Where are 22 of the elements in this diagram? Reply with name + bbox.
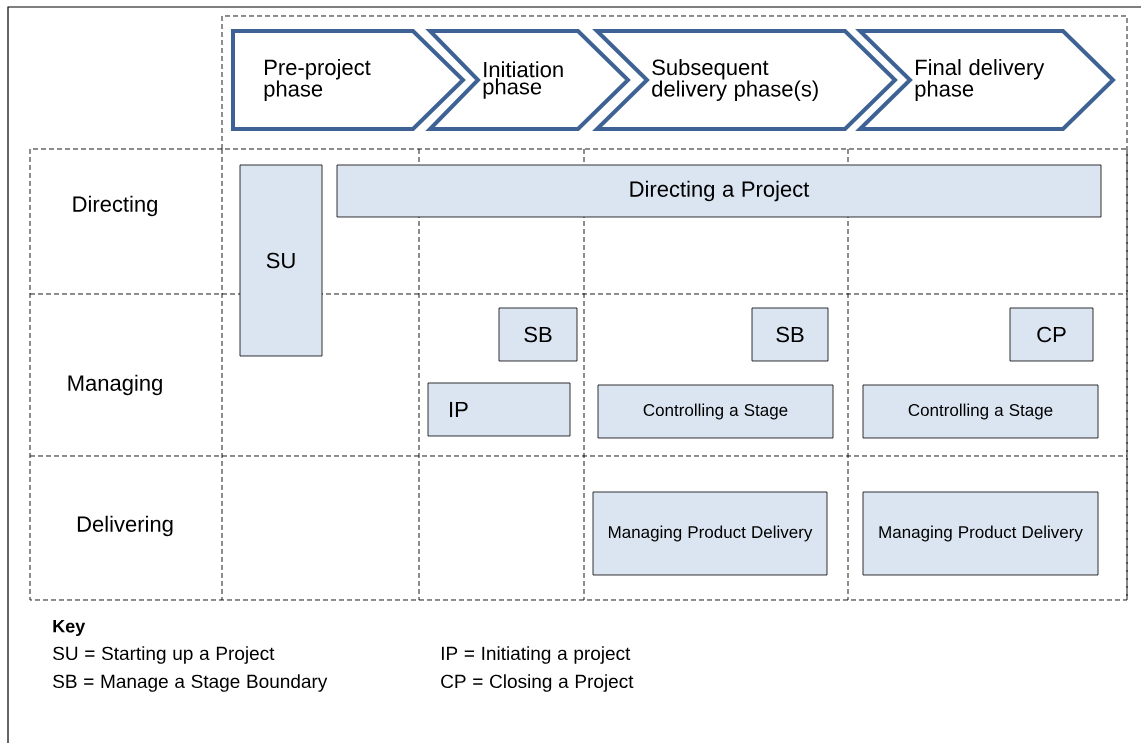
- phase-banner: Pre-project phase: [231, 29, 466, 131]
- phase-banner: Subsequent delivery phase(s): [592, 29, 898, 131]
- process-box: IP: [427, 382, 571, 437]
- key-entry: IP = Initiating a project: [441, 646, 631, 664]
- process-box: Controlling a Stage: [597, 384, 834, 439]
- row-label: Delivering: [77, 515, 173, 537]
- process-box: SB: [498, 307, 578, 362]
- process-box: Managing Product Delivery: [862, 491, 1099, 576]
- row-label: Directing: [73, 195, 157, 217]
- phase-banner: Final delivery phase: [855, 29, 1116, 131]
- process-box: SU: [239, 164, 323, 357]
- process-box: Directing a Project: [336, 164, 1102, 218]
- process-box: Managing Product Delivery: [592, 491, 828, 576]
- process-box: CP: [1009, 307, 1094, 362]
- row-label: Managing: [68, 374, 162, 396]
- key-entry: CP = Closing a Project: [441, 674, 634, 692]
- process-box: Controlling a Stage: [862, 384, 1099, 439]
- phase-banner: Initiation phase: [425, 29, 631, 131]
- key-entry: SU = Starting up a Project: [53, 646, 275, 664]
- process-box: SB: [751, 307, 829, 362]
- key-heading: Key: [53, 619, 86, 637]
- key-entry: SB = Manage a Stage Boundary: [53, 674, 328, 692]
